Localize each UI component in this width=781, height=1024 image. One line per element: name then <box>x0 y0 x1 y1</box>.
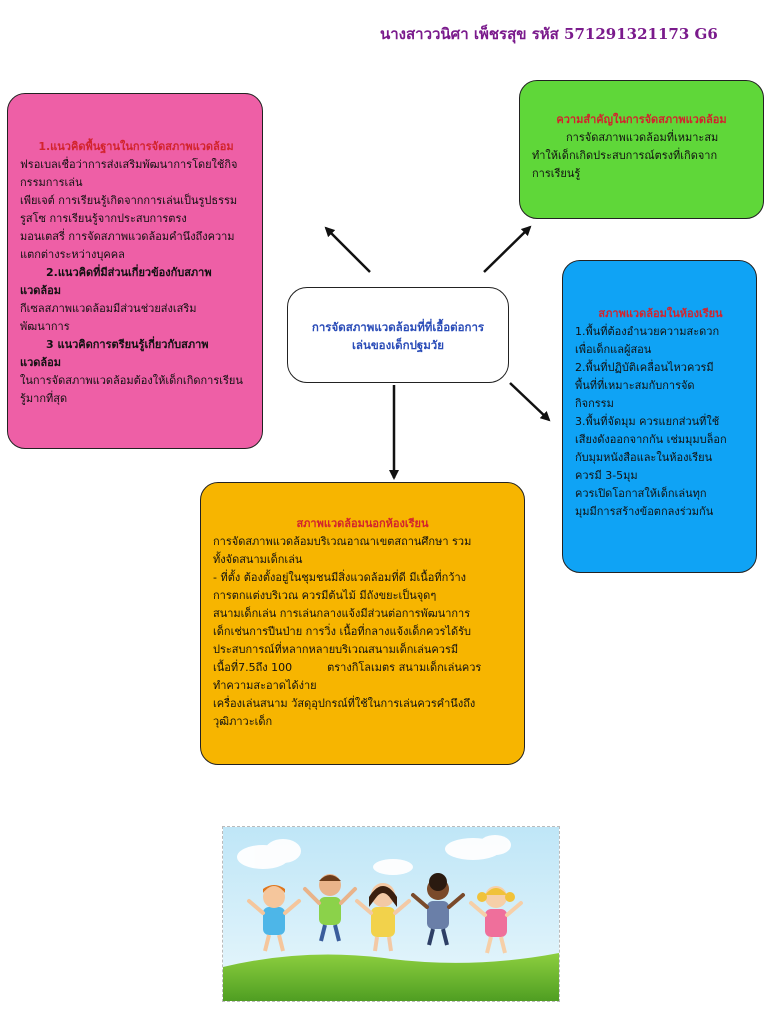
indoor-line: ควรมี 3-5มุม <box>575 469 638 482</box>
kid-4 <box>411 873 465 946</box>
outdoor-line: การตกแต่งบริเวณ ควรมีต้นไม้ มีถังขยะเป็น… <box>213 589 437 602</box>
importance-line: การเรียนรู้ <box>532 167 581 180</box>
outdoor-line: เครื่องเล่นสนาม วัสดุอุปกรณ์ที่ใช้ในการเ… <box>213 697 476 710</box>
central-topic-line1: การจัดสภาพแวดล้อมที่ที่เอื้อต่อการ <box>311 320 485 334</box>
foundations-line: กรรมการเล่น <box>20 176 83 189</box>
outdoor-line: วุฒิภาวะเด็ก <box>213 715 273 728</box>
foundations-line: ฟรอเบลเชื่อว่าการส่งเสริมพัฒนาการโดยใช้ก… <box>20 158 238 171</box>
foundations-line: เพียเจต์ การเรียนรู้เกิดจากการเล่นเป็นรู… <box>20 194 238 207</box>
kid-1 <box>247 885 301 952</box>
foundations-line: รู้มากที่สุด <box>20 392 68 405</box>
indoor-title: สภาพแวดล้อมในห้องเรียน <box>598 307 723 320</box>
kid-5 <box>469 886 523 954</box>
arrow-to-foundations <box>324 226 371 273</box>
foundations-heading-3: 3 แนวคิดการตรียนรู้เกี่ยวกับสภาพ <box>46 338 209 351</box>
arrow-to-importance <box>483 225 532 273</box>
box-importance: ความสำคัญในการจัดสภาพแวดล้อม การจัดสภาพแ… <box>519 80 764 219</box>
box-indoor: สภาพแวดล้อมในห้องเรียน 1.พื้นที่ต้องอำนว… <box>562 260 757 573</box>
importance-line: ทำให้เด็กเกิดประสบการณ์ตรงที่เกิดจาก <box>532 149 718 162</box>
foundations-heading-2: 2.แนวคิดที่มีส่วนเกี่ยวข้องกับสภาพ <box>46 266 212 279</box>
outdoor-line: การจัดสภาพแวดล้อมบริเวณอาณาเขตสถานศึกษา … <box>213 535 472 548</box>
author-credit: นางสาววนิศา เพ็ชรสุข รหัส 571291321173 G… <box>380 25 718 43</box>
grass-field <box>223 953 559 1001</box>
indoor-line: 3.พื้นที่จัดมุม ควรแยกส่วนที่ใช้ <box>575 415 720 428</box>
outdoor-line: ทั้งจัดสนามเด็กเล่น <box>213 553 303 566</box>
children-illustration-svg <box>223 827 559 1001</box>
box-outdoor: สภาพแวดล้อมนอกห้องเรียน การจัดสภาพแวดล้อ… <box>200 482 525 765</box>
foundations-line: กีเซลสภาพแวดล้อมมีส่วนช่วยส่งเสริม <box>20 302 197 315</box>
outdoor-line: ประสบการณ์ที่หลากหลายบริเวณสนามเด็กเล่นค… <box>213 643 459 656</box>
foundations-line: ในการจัดสภาพแวดล้อมต้องให้เด็กเกิดการเรี… <box>20 374 243 387</box>
outdoor-line: เนื้อที่7.5ถึง 100 ตรางกิโลเมตร สนามเด็ก… <box>213 661 482 674</box>
outdoor-line: ทำความสะอาดได้ง่าย <box>213 679 317 692</box>
outdoor-title: สภาพแวดล้อมนอกห้องเรียน <box>296 517 429 530</box>
outdoor-line: - ที่ตั้ง ต้องตั้งอยู่ในชุมชนมีสิ่งแวดล้… <box>213 571 467 584</box>
central-topic-line2: เล่นของเด็กปฐมวัย <box>351 338 444 352</box>
indoor-line: กิจกรรม <box>575 397 614 410</box>
foundations-line: มอนเตสรี่ การจัดสภาพแวดล้อมคำนึงถึงความ <box>20 230 235 243</box>
arrow-to-indoor <box>509 382 551 422</box>
foundations-heading-3: แวดล้อม <box>20 356 62 369</box>
importance-line: การจัดสภาพแวดล้อมที่เหมาะสม <box>566 131 719 144</box>
indoor-line: เพื่อเด็กแลผู้สอน <box>575 343 652 356</box>
indoor-line: พื้นที่ที่เหมาะสมกับการจัด <box>575 379 695 392</box>
foundations-line: รูสโซ การเรียนรู้จากประสบการตรง <box>20 212 187 225</box>
outdoor-line: เด็กเช่นการปีนป่าย การวิ่ง เนื้อที่กลางแ… <box>213 625 472 638</box>
central-topic: การจัดสภาพแวดล้อมที่ที่เอื้อต่อการ เล่นข… <box>287 287 509 383</box>
indoor-line: 2.พื้นที่ปฏิบัติเคลื่อนไหวควรมี <box>575 361 714 374</box>
indoor-line: มุมมีการสร้างข้อตกลงร่วมกัน <box>575 505 714 518</box>
indoor-line: กับมุมหนังสือและในห้องเรียน <box>575 451 713 464</box>
cloud-shapes <box>237 835 511 875</box>
outdoor-line: สนามเด็กเล่น การเล่นกลางแจ้งมีส่วนต่อการ… <box>213 607 471 620</box>
importance-title: ความสำคัญในการจัดสภาพแวดล้อม <box>556 113 727 126</box>
foundations-line: พัฒนาการ <box>20 320 70 333</box>
children-jumping-illustration <box>222 826 560 1002</box>
box-foundations: 1.แนวคิดพื้นฐานในการจัดสภาพแวดล้อม ฟรอเบ… <box>7 93 263 449</box>
foundations-line: แตกต่างระหว่างบุคคล <box>20 248 125 261</box>
indoor-line: 1.พื้นที่ต้องอำนวยความสะดวก <box>575 325 720 338</box>
kid-2 <box>303 874 357 942</box>
foundations-title: 1.แนวคิดพื้นฐานในการจัดสภาพแวดล้อม <box>38 140 234 153</box>
kid-3 <box>355 883 411 952</box>
foundations-heading-2: แวดล้อม <box>20 284 62 297</box>
indoor-line: ควรเปิดโอกาสให้เด็กเล่นทุก <box>575 487 707 500</box>
indoor-line: เสียงดังออกจากกัน เช่มมุมบล็อก <box>575 433 727 446</box>
